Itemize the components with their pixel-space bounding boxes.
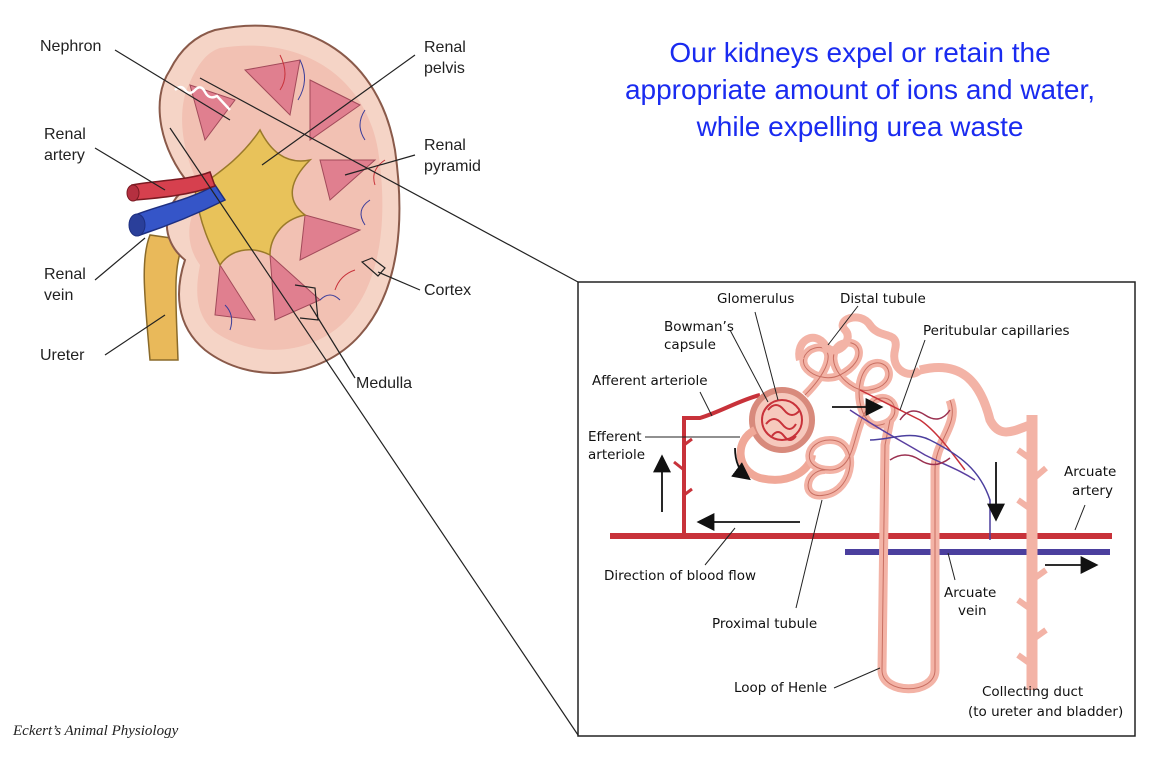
label-blood-flow: Direction of blood flow bbox=[604, 568, 757, 584]
renal-vein-vessel bbox=[134, 183, 227, 236]
label-renal-pelvis-2: pelvis bbox=[424, 60, 465, 77]
label-arcuate-artery-1: Arcuate bbox=[1064, 464, 1117, 480]
label-renal-artery-1: Renal bbox=[44, 126, 86, 143]
nephron-leader-lines bbox=[645, 305, 1086, 689]
renal-artery-vessel bbox=[131, 171, 216, 201]
glomerulus-knot bbox=[761, 399, 803, 441]
label-renal-pyramid-1: Renal bbox=[424, 137, 466, 154]
label-bowmans-1: Bowman’s bbox=[664, 319, 734, 335]
label-renal-pelvis-1: Renal bbox=[424, 39, 466, 56]
kidney-illustration bbox=[126, 24, 401, 374]
nephron-mini bbox=[174, 85, 231, 111]
source-credit: Eckert’s Animal Physiology bbox=[13, 723, 179, 739]
headline-line-3: while expelling urea waste bbox=[696, 111, 1024, 142]
headline-line-1: Our kidneys expel or retain the bbox=[669, 37, 1051, 68]
label-cortex: Cortex bbox=[424, 282, 472, 299]
label-efferent-1: Efferent bbox=[588, 429, 642, 445]
label-collecting-1: Collecting duct bbox=[982, 684, 1084, 700]
label-renal-vein-1: Renal bbox=[44, 266, 86, 283]
label-arcuate-vein-2: vein bbox=[958, 603, 987, 619]
label-arcuate-vein-1: Arcuate bbox=[944, 585, 997, 601]
label-renal-artery-2: artery bbox=[44, 147, 85, 164]
renal-pelvis bbox=[194, 128, 313, 267]
label-peritubular: Peritubular capillaries bbox=[923, 323, 1070, 339]
renal-pyramids bbox=[189, 59, 377, 321]
label-proximal: Proximal tubule bbox=[712, 616, 818, 632]
label-nephron: Nephron bbox=[40, 38, 102, 55]
label-renal-vein-2: vein bbox=[44, 287, 74, 304]
label-efferent-2: arteriole bbox=[588, 447, 646, 463]
label-arcuate-artery-2: artery bbox=[1072, 483, 1113, 499]
zoom-lines bbox=[169, 77, 579, 736]
headline-line-2: appropriate amount of ions and water, bbox=[624, 74, 1096, 105]
distal-tubule-vessel bbox=[795, 313, 923, 378]
bowmans-capsule bbox=[749, 387, 815, 453]
label-ureter: Ureter bbox=[40, 347, 85, 364]
label-afferent: Afferent arteriole bbox=[592, 373, 708, 389]
label-bowmans-2: capsule bbox=[664, 337, 716, 353]
label-glomerulus: Glomerulus bbox=[717, 291, 795, 307]
kidney-leader-lines bbox=[94, 49, 421, 379]
label-medulla: Medulla bbox=[356, 375, 413, 392]
label-distal-tubule: Distal tubule bbox=[840, 291, 926, 307]
label-collecting-2: (to ureter and bladder) bbox=[968, 704, 1124, 720]
headline: Our kidneys expel or retain the appropri… bbox=[560, 34, 1154, 145]
label-loop-of-henle: Loop of Henle bbox=[734, 680, 828, 696]
nephron-diagram bbox=[610, 313, 1112, 694]
label-renal-pyramid-2: pyramid bbox=[424, 158, 481, 175]
interlobular-artery bbox=[682, 393, 761, 536]
ureter-tube bbox=[143, 234, 187, 361]
